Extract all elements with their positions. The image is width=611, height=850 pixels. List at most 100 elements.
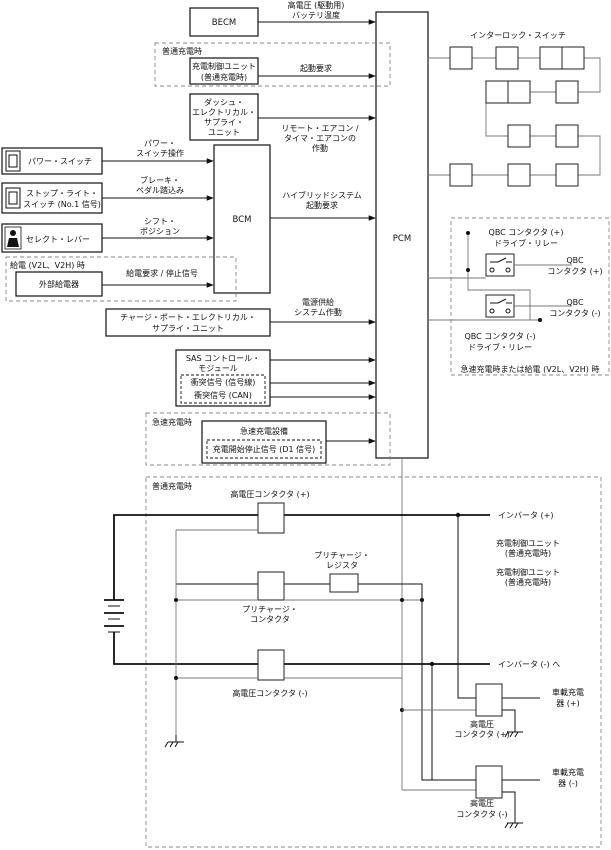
battery-plus-line — [113, 514, 490, 600]
battery-minus-line — [113, 632, 490, 665]
power-feed-label-2: システム作動 — [294, 307, 342, 317]
collision-can-label: 衝突信号 (CAN) — [194, 390, 252, 400]
hv-contactor-plus-2-box — [475, 683, 503, 717]
select-lever-icon — [4, 226, 22, 250]
remote-ac-label-1: リモート・エアコン / — [281, 124, 359, 133]
hv-contactor-plus-label: 高電圧コンタクタ (+) — [230, 489, 309, 499]
hv-battery-label-1: 高電圧 (駆動用) — [288, 0, 345, 10]
hv-contactor-plus-2-label-1: 高電圧 — [470, 719, 494, 729]
hv-contactor-plus-box — [257, 502, 285, 534]
dash-supply-label-1: ダッシュ・ — [204, 97, 244, 107]
qbc-plus-relay-label-2: ドライブ・リレー — [494, 238, 558, 248]
bcm-label: BCM — [233, 215, 252, 225]
stop-light-switch-icon — [5, 187, 21, 209]
normal-charge-group-bottom — [145, 476, 602, 848]
onboard-charger-plus-label-1: 車載充電 — [552, 687, 584, 697]
supply-v2l-label: 給電 (V2L、V2H) 時 — [10, 260, 85, 270]
brake-signal-1: ブレーキ・ — [140, 175, 180, 185]
qbc-minus-contactor-label-2: コンタクタ (-) — [549, 309, 600, 318]
quick-charger-label: 急速充電設備 — [240, 426, 288, 436]
precharge-contactor-label-2: コンタクタ — [250, 615, 290, 624]
supply-v2l-group — [5, 256, 237, 302]
pcm-label: PCM — [393, 234, 411, 244]
precharge-resistor-label-2: レジスタ — [326, 561, 358, 570]
precharge-resistor-box — [329, 573, 359, 593]
charge-unit-2-label-2: (普通充電時) — [505, 577, 551, 587]
hv-contactor-minus-2-label-1: 高電圧 — [470, 798, 494, 808]
dash-supply-label-4: ユニット — [208, 128, 240, 137]
hv-contactor-minus-2-box — [475, 765, 503, 799]
power-switch-signal-2: スイッチ操作 — [136, 148, 184, 158]
charge-start-stop-label: 充電開始停止信号 (D1 信号) — [213, 444, 316, 454]
charge-unit-2-label-1: 充電制御ユニット — [496, 567, 560, 577]
charge-start-stop-group — [206, 439, 322, 459]
onboard-charger-minus-label-1: 車載充電 — [552, 767, 584, 777]
charge-unit-1-label-1: 充電制御ユニット — [496, 538, 560, 548]
start-request-label: 起動要求 — [300, 63, 332, 73]
precharge-line — [176, 583, 476, 781]
normal-charge-bottom-label: 普通充電時 — [152, 481, 192, 491]
ground-icon — [504, 817, 523, 829]
select-lever-label: セレクト・レバー — [26, 235, 90, 244]
quick-charge-group — [145, 412, 391, 466]
interlock-label: インターロック・スイッチ — [470, 31, 566, 40]
normal-charge-group-top — [154, 42, 391, 87]
remote-ac-label-3: 作動 — [312, 143, 328, 153]
ground-icon — [504, 726, 523, 738]
hv-contactor-plus-2-label-2: コンタクタ (+) — [454, 730, 509, 739]
inverter-plus-label: インバータ (+) — [498, 511, 554, 520]
qbc-plus-contactor-label-2: コンタクタ (+) — [547, 267, 602, 276]
charge-control-unit-box — [189, 57, 259, 85]
qbc-minus-relay-label-1: QBC コンタクタ (-) — [464, 332, 535, 341]
becm-label: BECM — [212, 18, 236, 28]
hv-battery-icon — [104, 599, 124, 633]
dash-supply-label-2: エレクトリカル・ — [192, 108, 256, 117]
external-supply-label: 外部給電器 — [39, 279, 79, 289]
sas-module-box — [175, 349, 271, 407]
qbc-caption: 急速充電時または給電 (V2L、V2H) 時 — [461, 364, 600, 374]
qbc-relay-circuit — [428, 231, 572, 322]
interlock-switch-chain — [428, 46, 601, 187]
qbc-minus-contactor-label-1: QBC — [566, 298, 584, 307]
qbc-plus-contactor-label-1: QBC — [566, 256, 584, 265]
external-supply-box — [15, 271, 103, 297]
hybrid-start-label-2: 起動要求 — [306, 200, 338, 210]
power-feed-label-1: 電源供給 — [302, 297, 334, 307]
charge-port-label-1: チャージ・ポート・エレクトリカル・ — [120, 313, 256, 322]
power-switch-label: パワー・スイッチ — [28, 157, 92, 166]
shift-signal-1: シフト・ — [144, 217, 176, 226]
onboard-charger-minus-label-2: 器 (-) — [558, 779, 578, 788]
normal-charge-top-label: 普通充電時 — [162, 46, 202, 56]
hv-contactor-minus-label: 高電圧コンタクタ (-) — [232, 688, 307, 698]
remote-ac-label-2: タイマ・エアコンの — [284, 134, 356, 143]
precharge-contactor-label-1: プリチャージ・ — [242, 605, 298, 614]
power-switch-signal-1: パワー・ — [144, 139, 176, 148]
charge-control-unit-label-2: (普通充電時) — [201, 72, 247, 82]
sas-label-1: SAS コントロール・ — [186, 354, 260, 363]
stop-light-label-2: スイッチ (No.1 信号) — [23, 199, 101, 209]
qbc-group — [450, 217, 610, 376]
charge-unit-1-label-2: (普通充電時) — [505, 548, 551, 558]
quick-charger-box — [201, 420, 327, 464]
bcm-box — [213, 144, 271, 294]
collision-signal-label: 衝突信号 (信号線) — [191, 377, 256, 387]
hv-battery-label-2: バッテリ温度 — [292, 10, 340, 20]
stop-light-label-1: ストップ・ライト・ — [26, 189, 98, 198]
quick-charge-label: 急速充電時 — [152, 417, 192, 427]
charge-port-label-2: サプライ・ユニット — [152, 324, 224, 333]
onboard-charger-plus-label-2: 器 (+) — [556, 699, 580, 708]
qbc-minus-relay-label-2: ドライブ・リレー — [468, 342, 532, 352]
dash-supply-label-3: サプライ・ — [204, 118, 244, 127]
charge-control-unit-label-1: 充電制御ユニット — [192, 61, 256, 71]
power-switch-icon — [5, 150, 21, 172]
becm-box — [189, 7, 259, 37]
dash-supply-unit-box — [189, 93, 259, 141]
supply-request-label: 給電要求 / 停止信号 — [126, 268, 198, 278]
precharge-resistor-label-1: プリチャージ・ — [314, 551, 370, 560]
hv-contactor-minus-box — [257, 649, 285, 681]
brake-signal-2: ペダル踏込み — [136, 185, 184, 195]
ground-icon — [164, 735, 184, 748]
sas-signal-group — [180, 374, 266, 404]
precharge-contactor-box — [257, 571, 285, 601]
